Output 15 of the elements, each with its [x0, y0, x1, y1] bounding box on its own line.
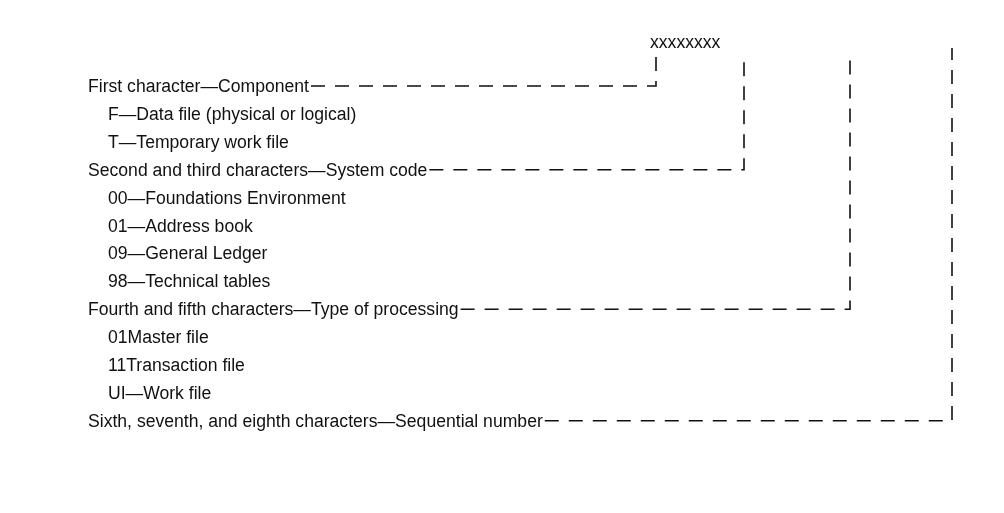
code-value-text: 98—Technical tables: [108, 270, 271, 293]
code-value-text: 00—Foundations Environment: [108, 186, 346, 209]
code-value-text: T—Temporary work file: [108, 130, 289, 153]
code-value-text: F—Data file (physical or logical): [108, 102, 357, 125]
code-pattern-text: xxxxxxxx: [650, 31, 721, 53]
field-heading-text: Fourth and fifth characters—Type of processing: [88, 298, 459, 321]
code-value-text: 09—General Ledger: [108, 242, 268, 265]
code-value-text: 01—Address book: [108, 214, 253, 237]
code-value-text: 11Transaction file: [108, 354, 245, 376]
field-heading-text: Second and third characters—System code: [88, 158, 428, 181]
field-heading-text: Sixth, seventh, and eighth characters—Sequential number: [88, 409, 543, 432]
leader-line: [544, 47, 953, 422]
field-heading-text: First character—Component: [88, 75, 309, 97]
code-value-text: 01Master file: [108, 326, 209, 349]
code-value-text: UI—Work file: [108, 381, 212, 404]
